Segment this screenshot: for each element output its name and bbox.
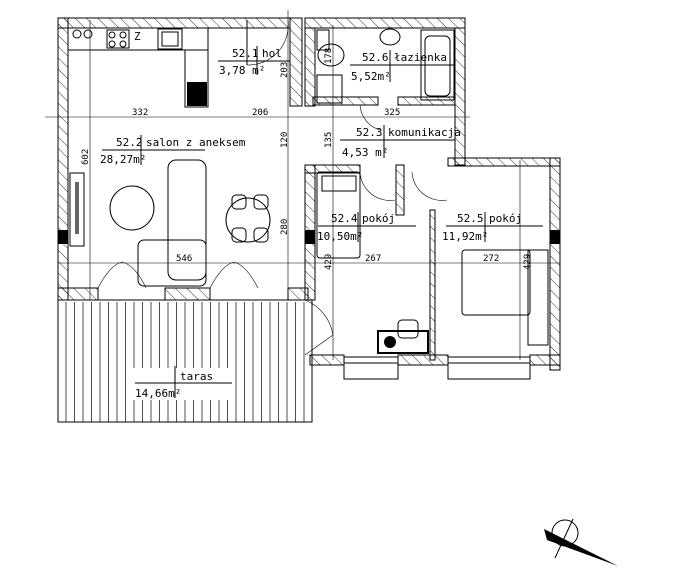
svg-text:28,27m²: 28,27m² xyxy=(100,153,146,166)
svg-text:272: 272 xyxy=(483,254,499,264)
svg-text:203: 203 xyxy=(280,62,290,78)
door-bathroom xyxy=(359,104,381,131)
door-room-52-4 xyxy=(359,171,396,201)
windows xyxy=(343,356,531,380)
room-52-4-label: 52.4 pokój 10,50m² xyxy=(317,212,416,243)
svg-text:52.6: 52.6 xyxy=(362,51,389,64)
svg-text:429: 429 xyxy=(324,254,334,270)
terrace-label: taras 14,66m² xyxy=(130,366,232,400)
room-52-5-label: 52.5 pokój 11,92m² xyxy=(442,212,543,243)
room-52-6-label: 52.6 łazienka 5,52m² xyxy=(350,50,455,83)
room-52-2-label: 52.2 salon z aneksem 28,27m² xyxy=(100,135,246,166)
kitchen: Z xyxy=(67,27,209,108)
svg-text:komunikacja: komunikacja xyxy=(388,126,461,139)
svg-text:206: 206 xyxy=(252,108,268,118)
svg-text:332: 332 xyxy=(132,108,148,118)
svg-text:10,50m²: 10,50m² xyxy=(317,230,363,243)
french-doors xyxy=(97,261,259,289)
svg-text:52.1: 52.1 xyxy=(232,47,259,60)
svg-text:14,66m²: 14,66m² xyxy=(135,387,181,400)
svg-text:267: 267 xyxy=(365,254,381,264)
north-arrow-compass-icon xyxy=(544,518,618,566)
walls xyxy=(57,17,561,371)
dimension-labels: 332 206 325 546 267 272 203 178 120 135 … xyxy=(81,48,533,270)
svg-text:429: 429 xyxy=(523,254,533,270)
svg-text:salon z aneksem: salon z aneksem xyxy=(146,136,246,149)
svg-text:5,52m²: 5,52m² xyxy=(351,70,391,83)
kitchen-mark: Z xyxy=(134,30,141,43)
svg-text:325: 325 xyxy=(384,108,400,118)
svg-text:11,92m²: 11,92m² xyxy=(442,230,488,243)
room-52-3-label: 52.3 komunikacja 4,53 m² xyxy=(340,125,461,159)
svg-text:hol: hol xyxy=(262,47,282,60)
svg-text:3,78 m²: 3,78 m² xyxy=(219,64,265,77)
svg-text:120: 120 xyxy=(280,132,290,148)
dimension-lines xyxy=(45,10,560,360)
svg-text:602: 602 xyxy=(81,149,91,165)
door-room-52-5 xyxy=(411,171,448,201)
svg-text:52.4: 52.4 xyxy=(331,212,358,225)
svg-text:łazienka: łazienka xyxy=(394,51,447,64)
svg-text:178: 178 xyxy=(324,48,334,64)
terrace-decking xyxy=(65,302,305,422)
room-52-1-label: 52.1 hol 3,78 m² xyxy=(218,46,290,77)
svg-text:52.2: 52.2 xyxy=(116,136,143,149)
svg-text:135: 135 xyxy=(324,132,334,148)
svg-text:52.5: 52.5 xyxy=(457,212,484,225)
svg-text:taras: taras xyxy=(180,370,213,383)
svg-text:pokój: pokój xyxy=(489,212,522,225)
svg-text:546: 546 xyxy=(176,254,192,264)
bathroom-fixtures xyxy=(316,28,455,104)
door-terrace xyxy=(304,299,334,356)
svg-text:4,53 m²: 4,53 m² xyxy=(342,146,388,159)
bedroom-furniture xyxy=(316,171,549,354)
salon-furniture xyxy=(69,159,271,287)
svg-text:280: 280 xyxy=(280,219,290,235)
svg-text:52.3: 52.3 xyxy=(356,126,383,139)
door-hol xyxy=(246,19,289,66)
room-labels: 52.1 hol 3,78 m² 52.2 salon z aneksem 28… xyxy=(100,46,543,400)
svg-text:pokój: pokój xyxy=(362,212,395,225)
